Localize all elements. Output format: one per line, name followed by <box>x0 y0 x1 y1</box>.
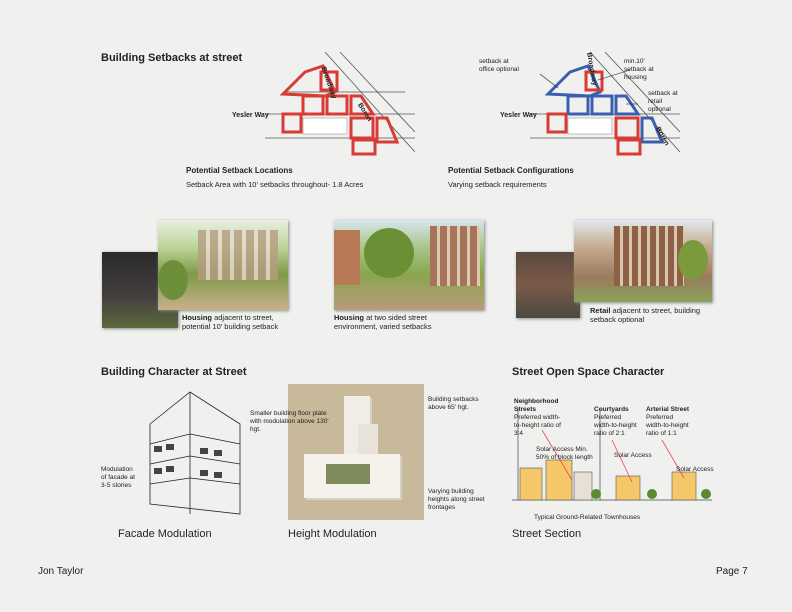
height-note-2: Building setbacks above 65' hgt. <box>428 396 479 411</box>
solar-access-2: Solar Access <box>614 452 652 459</box>
solar-access-1: Solar Access Min. 50% of block length <box>536 446 593 461</box>
housing-street-rendering <box>158 220 288 310</box>
height-modulation-model <box>288 384 424 520</box>
footer-author: Jon Taylor <box>38 566 84 577</box>
setback-configurations-map <box>530 52 680 156</box>
photo-caption-2: Housing at two sided street environment,… <box>334 313 432 331</box>
photo-caption-1: Housing adjacent to street, potential 10… <box>182 313 279 331</box>
facade-note: Modulation of facade at 3-5 stories <box>101 466 135 489</box>
retail-street-rendering <box>574 220 712 302</box>
housing-setback-note: min.10' setback at housing <box>624 58 654 81</box>
office-setback-note: setback at office optional <box>479 58 519 73</box>
setback-locations-text: Setback Area with 10' setbacks throughou… <box>186 180 364 189</box>
photo-caption-3: Retail adjacent to street, building setb… <box>590 306 701 324</box>
setback-configurations-title: Potential Setback Configurations <box>448 166 574 175</box>
height-caption: Height Modulation <box>288 528 377 540</box>
street-section-caption: Street Section <box>512 528 582 540</box>
street-section-diagram <box>512 408 712 501</box>
setback-locations-map <box>265 52 415 156</box>
setbacks-title: Building Setbacks at street <box>101 52 243 64</box>
two-sided-street-rendering <box>334 220 484 310</box>
setback-locations-title: Potential Setback Locations <box>186 166 293 175</box>
retail-street-photo-small <box>516 252 580 318</box>
solar-access-3: Solar Access <box>676 466 714 473</box>
townhouses-label: Typical Ground-Related Townhouses <box>534 514 641 521</box>
yesler-label-left: Yesler Way <box>232 112 269 119</box>
setback-configurations-text: Varying setback requirements <box>448 180 547 189</box>
facade-modulation-sketch <box>149 391 241 515</box>
building-character-title: Building Character at Street <box>101 366 247 378</box>
yesler-label-right: Yesler Way <box>500 112 537 119</box>
height-note-1: Smaller building floor plate with modula… <box>250 410 329 433</box>
height-note-3: Varying building heights along street fr… <box>428 488 485 511</box>
footer-page-number: Page 7 <box>716 566 748 577</box>
facade-caption: Facade Modulation <box>118 528 212 540</box>
retail-setback-note: setback at retail optional <box>648 90 678 113</box>
open-space-title: Street Open Space Character <box>512 366 665 378</box>
